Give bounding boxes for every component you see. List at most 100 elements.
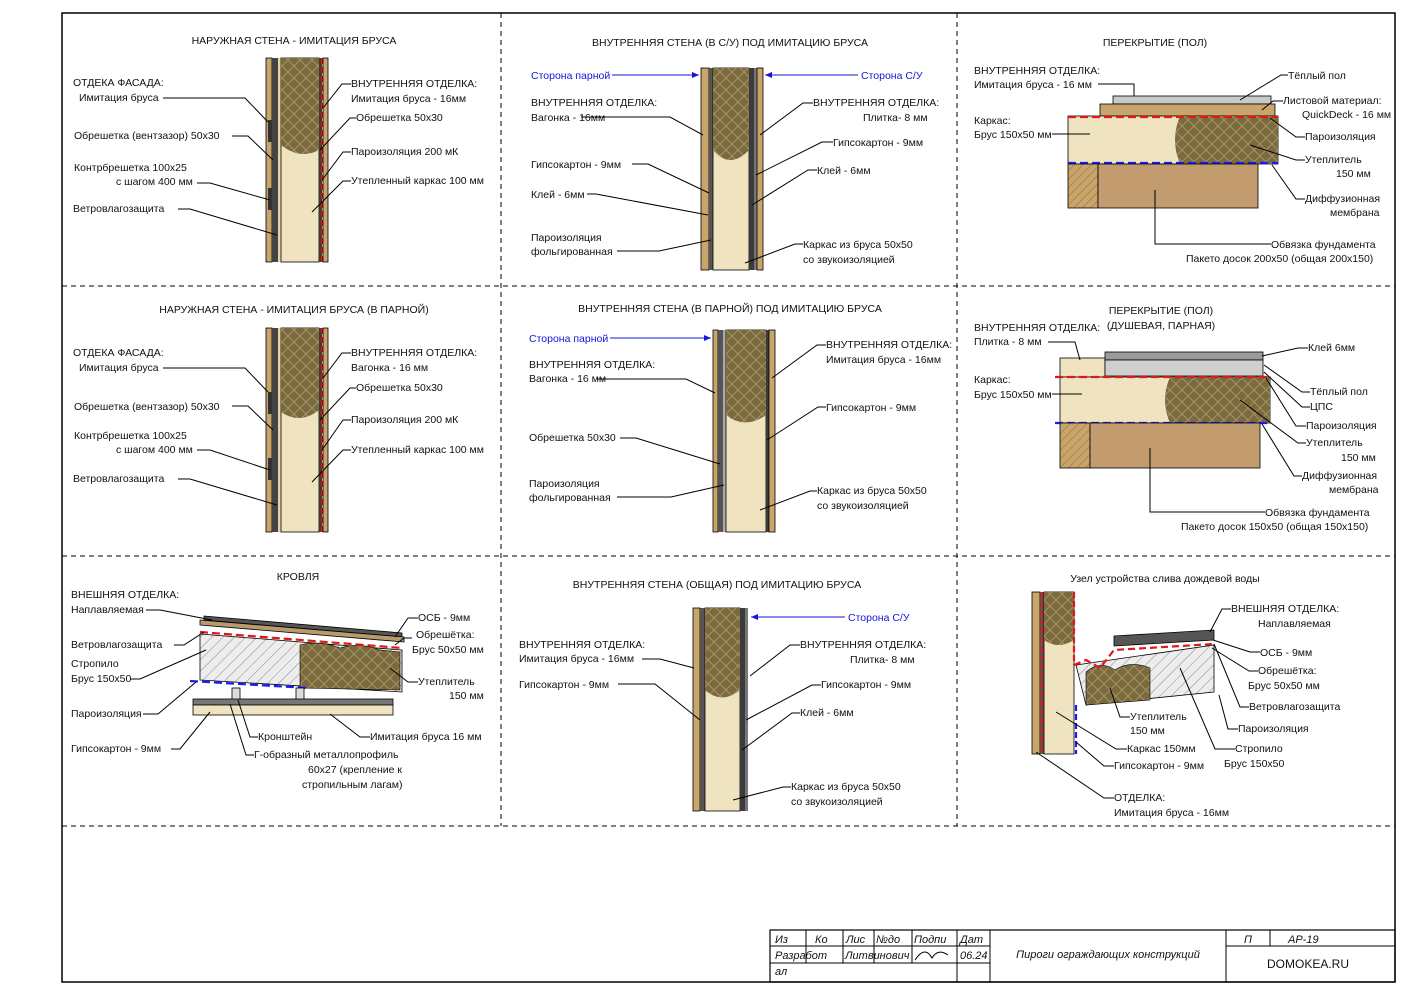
- stamp-header: №до: [876, 934, 900, 946]
- label: Утепленный каркас 100 мм: [351, 175, 484, 187]
- label: Пароизоляция: [529, 478, 600, 490]
- label: Клей 6мм: [1308, 342, 1355, 354]
- panel-roof: КРОВЛЯ ВНЕШНЯЯ ОТДЕЛКА: Наплавляемая Вет…: [71, 571, 484, 791]
- label: Вагонка - 16 мм: [351, 362, 428, 374]
- label: Имитация бруса - 16 мм: [974, 79, 1092, 91]
- label: Утеплитель: [1305, 154, 1362, 166]
- label: ВНЕШНЯЯ ОТДЕЛКА:: [71, 589, 179, 601]
- stamp-stage: П: [1244, 934, 1252, 946]
- side-label: Сторона С/У: [861, 70, 923, 82]
- label: Тёплый пол: [1310, 386, 1368, 398]
- label: Пакето досок 150х50 (общая 150х150): [1181, 521, 1368, 533]
- label: Клей - 6мм: [531, 189, 585, 201]
- panel-subtitle: (ДУШЕВАЯ, ПАРНАЯ): [1107, 320, 1215, 332]
- label: мембрана: [1329, 484, 1379, 496]
- label: Пароизоляция: [1238, 723, 1309, 735]
- side-label: Сторона С/У: [848, 612, 910, 624]
- label: Утеплитель: [418, 676, 475, 688]
- label: Ветровлагозащита: [71, 639, 162, 651]
- label: Пароизоляция 200 мК: [351, 414, 459, 426]
- drain-section: [1031, 591, 1215, 755]
- label: Имитация бруса - 16мм: [351, 93, 466, 105]
- label: ВНУТРЕННЯЯ ОТДЕЛКА:: [800, 639, 926, 651]
- panel-inner-wall-common: ВНУТРЕННЯЯ СТЕНА (ОБЩАЯ) ПОД ИМИТАЦИЮ БР…: [519, 579, 926, 812]
- label: Гипсокартон - 9мм: [1114, 760, 1204, 772]
- floor-section: [1055, 351, 1271, 469]
- label: Обрешетка (вентзазор) 50х30: [74, 130, 220, 142]
- stamp-site: DOMOKEA.RU: [1267, 957, 1349, 971]
- label: Имитация бруса - 16мм: [826, 354, 941, 366]
- label: Гипсокартон - 9мм: [821, 679, 911, 691]
- label: Брус 150х50 мм: [974, 389, 1052, 401]
- label: Гипсокартон - 9мм: [826, 402, 916, 414]
- label: ОСБ - 9мм: [1260, 647, 1312, 659]
- stamp-header: Лис: [845, 934, 866, 946]
- label: Имитация бруса 16 мм: [370, 731, 482, 743]
- label: Кронштейн: [258, 731, 312, 743]
- label: Обрешётка:: [1258, 665, 1317, 677]
- label: мембрана: [1330, 207, 1380, 219]
- label: 150 мм: [1341, 452, 1376, 464]
- label: со звукоизоляцией: [791, 796, 883, 808]
- label: Ветровлагозащита: [1249, 701, 1340, 713]
- wall-section: [692, 607, 748, 812]
- label: Каркас из бруса 50х50: [803, 239, 913, 251]
- panel-title: ПЕРЕКРЫТИЕ (ПОЛ): [1103, 37, 1207, 49]
- label: Утеплитель: [1130, 711, 1187, 723]
- label: с шагом 400 мм: [116, 176, 193, 188]
- stamp-row2: ал: [775, 966, 787, 978]
- panel-title: ПЕРЕКРЫТИЕ (ПОЛ): [1109, 305, 1213, 317]
- label: Контрбрешетка 100х25: [74, 162, 187, 174]
- wall-section: [265, 57, 329, 263]
- label: ЦПС: [1310, 401, 1333, 413]
- label: ВНУТРЕННЯЯ ОТДЕЛКА:: [529, 359, 655, 371]
- label: Вагонка - 16мм: [531, 112, 605, 124]
- label: Стропило: [1235, 743, 1283, 755]
- label: Каркас из бруса 50х50: [791, 781, 901, 793]
- label: ВНУТРЕННЯЯ ОТДЕЛКА:: [813, 97, 939, 109]
- label: 150 мм: [449, 690, 484, 702]
- label: Каркас:: [974, 115, 1011, 127]
- label: Диффузионная: [1305, 193, 1380, 205]
- label: Гипсокартон - 9мм: [71, 743, 161, 755]
- panel-inner-wall-steam: ВНУТРЕННЯЯ СТЕНА (В ПАРНОЙ) ПОД ИМИТАЦИЮ…: [529, 302, 952, 533]
- label: Г-образный металлопрофиль: [254, 749, 399, 761]
- panel-outer-wall: НАРУЖНАЯ СТЕНА - ИМИТАЦИЯ БРУСА ОТДЕКА Ф…: [73, 35, 484, 263]
- label: Стропило: [71, 658, 119, 670]
- label: ОТДЕКА ФАСАДА:: [73, 347, 164, 359]
- panel-title: ВНУТРЕННЯЯ СТЕНА (ОБЩАЯ) ПОД ИМИТАЦИЮ БР…: [573, 579, 861, 591]
- label: Наплавляемая: [71, 604, 144, 616]
- label: Утеплитель: [1306, 437, 1363, 449]
- label: Листовой материал:: [1283, 95, 1382, 107]
- panel-title: Узел устройства слива дождевой воды: [1070, 573, 1259, 585]
- label: Брус 50х50 мм: [1248, 680, 1320, 692]
- label: ВНУТРЕННЯЯ ОТДЕЛКА:: [351, 78, 477, 90]
- panel-title: ВНУТРЕННЯЯ СТЕНА (В С/У) ПОД ИМИТАЦИЮ БР…: [592, 37, 868, 49]
- label: Пакето досок 200х50 (общая 200х150): [1186, 253, 1373, 265]
- label: Клей - 6мм: [800, 707, 854, 719]
- label: QuickDeck - 16 мм: [1302, 109, 1391, 121]
- label: Наплавляемая: [1258, 618, 1331, 630]
- wall-section: [712, 329, 776, 533]
- label: ВНЕШНЯЯ ОТДЕЛКА:: [1231, 603, 1339, 615]
- label: Гипсокартон - 9мм: [519, 679, 609, 691]
- label: Обвязка фундамента: [1271, 239, 1376, 251]
- label: Тёплый пол: [1288, 70, 1346, 82]
- label: Обрешетка 50х30: [529, 432, 616, 444]
- label: ОТДЕКА ФАСАДА:: [73, 77, 164, 89]
- label: 150 мм: [1336, 168, 1371, 180]
- panel-title: НАРУЖНАЯ СТЕНА - ИМИТАЦИЯ БРУСА (В ПАРНО…: [159, 303, 428, 316]
- label: ОСБ - 9мм: [418, 612, 470, 624]
- panel-drain-node: Узел устройства слива дождевой воды ВНЕШ…: [1031, 573, 1340, 819]
- label: ВНУТРЕННЯЯ ОТДЕЛКА:: [531, 97, 657, 109]
- label: Пароизоляция: [1306, 420, 1377, 432]
- label: Обрешетка 50х30: [356, 382, 443, 394]
- label: ВНУТРЕННЯЯ ОТДЕЛКА:: [519, 639, 645, 651]
- stamp-header: Подпи: [914, 934, 946, 946]
- label: Утепленный каркас 100 мм: [351, 444, 484, 456]
- label: с шагом 400 мм: [116, 444, 193, 456]
- title-block: Из Ко Лис №до Подпи Дат Разработ Литвино…: [769, 929, 1396, 983]
- panel-title: ВНУТРЕННЯЯ СТЕНА (В ПАРНОЙ) ПОД ИМИТАЦИЮ…: [578, 302, 882, 315]
- panel-title: НАРУЖНАЯ СТЕНА - ИМИТАЦИЯ БРУСА: [192, 35, 397, 47]
